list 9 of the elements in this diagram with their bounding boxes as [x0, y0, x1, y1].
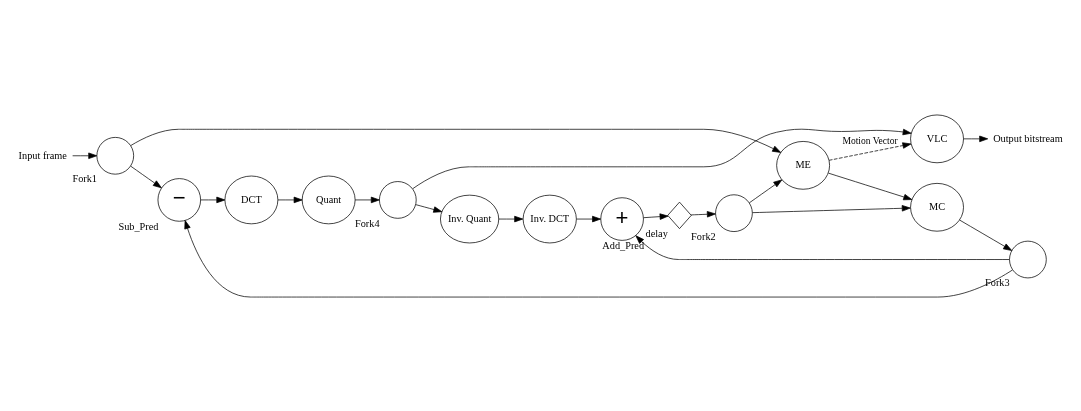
- node-label: Fork1: [72, 172, 98, 184]
- node-label: Fork4: [354, 217, 380, 229]
- node-label: Fork2: [691, 230, 716, 242]
- edge-label: Motion Vector: [842, 134, 898, 146]
- node-label: Add_Pred: [602, 239, 645, 251]
- node-label: delay: [645, 227, 668, 239]
- node-label: Sub_Pred: [118, 220, 159, 232]
- node-text: Output bitstream: [993, 132, 1063, 144]
- node-text: Input frame: [18, 149, 67, 160]
